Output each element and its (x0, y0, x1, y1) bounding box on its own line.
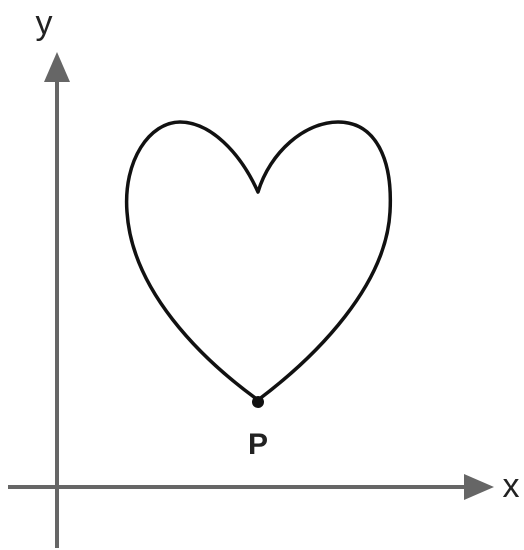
x-axis: x (8, 467, 520, 505)
y-axis: y (36, 4, 70, 548)
point-p-label: P (248, 428, 268, 461)
x-axis-label: x (503, 467, 520, 505)
heart-curve (124, 120, 393, 402)
x-axis-arrowhead (464, 474, 494, 500)
y-axis-label: y (36, 4, 53, 42)
point-p-dot (252, 396, 264, 408)
y-axis-arrowhead (44, 52, 70, 82)
